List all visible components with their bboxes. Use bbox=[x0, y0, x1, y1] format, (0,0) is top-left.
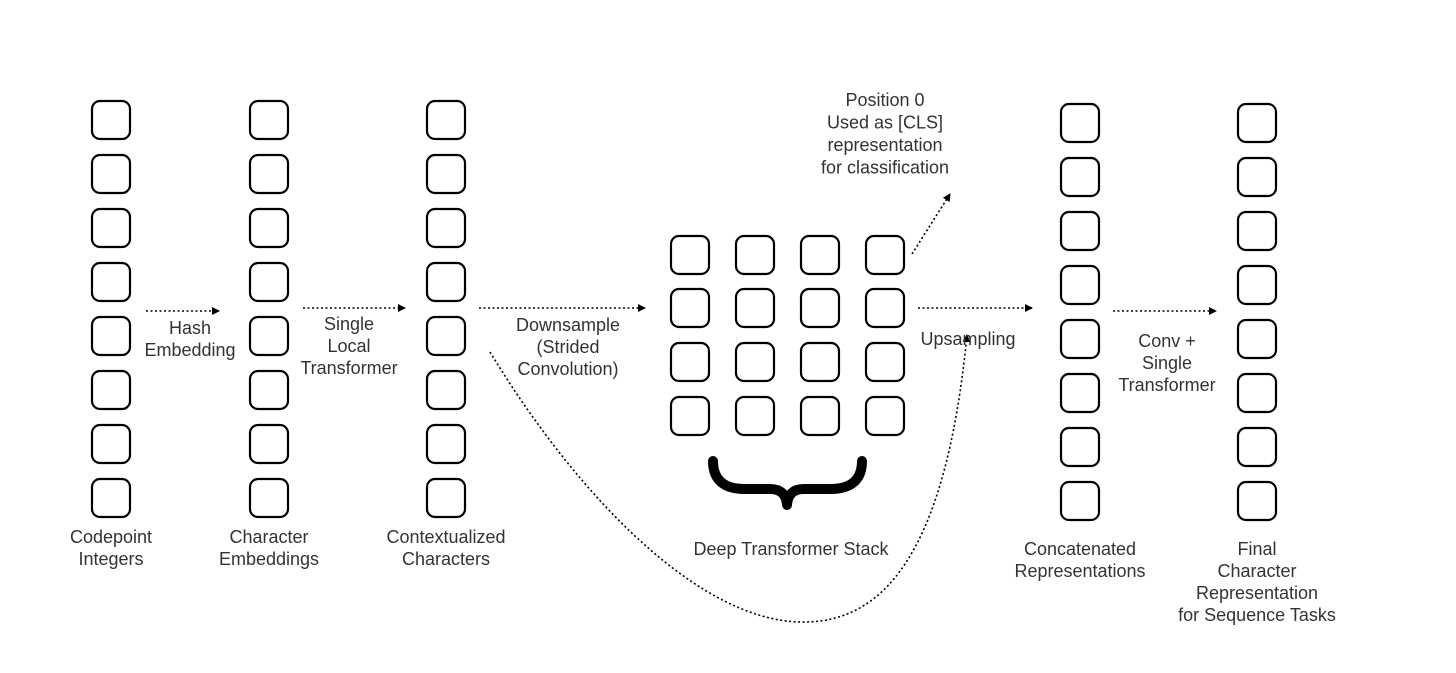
final-box bbox=[1236, 102, 1278, 144]
char-emb-box bbox=[248, 99, 290, 141]
stack-box bbox=[799, 234, 841, 276]
stack-box bbox=[734, 395, 776, 437]
stack-brace bbox=[708, 456, 867, 510]
codepoint-box bbox=[90, 369, 132, 411]
stack-box bbox=[669, 341, 711, 383]
char-emb-box bbox=[248, 153, 290, 195]
context-box bbox=[425, 423, 467, 465]
stack-box bbox=[734, 234, 776, 276]
context-box bbox=[425, 369, 467, 411]
final-box bbox=[1236, 426, 1278, 468]
concat-box bbox=[1059, 210, 1101, 252]
codepoint-box bbox=[90, 207, 132, 249]
context-box bbox=[425, 207, 467, 249]
cls-arrow bbox=[911, 193, 951, 255]
stack-box bbox=[799, 341, 841, 383]
concat-box bbox=[1059, 102, 1101, 144]
final-box bbox=[1236, 156, 1278, 198]
stack-label: Deep Transformer Stack bbox=[693, 539, 889, 559]
stack-box bbox=[734, 287, 776, 329]
stack-box bbox=[799, 287, 841, 329]
final-box bbox=[1236, 480, 1278, 522]
char-emb-box bbox=[248, 423, 290, 465]
residual-arrow bbox=[489, 334, 971, 623]
codepoint-box bbox=[90, 315, 132, 357]
box-layer bbox=[90, 99, 1278, 522]
context-box bbox=[425, 477, 467, 519]
context-box bbox=[425, 261, 467, 303]
codepoint-box bbox=[90, 261, 132, 303]
codepoint-box bbox=[90, 99, 132, 141]
context-box bbox=[425, 99, 467, 141]
final-box bbox=[1236, 318, 1278, 360]
upsample-label: Upsampling bbox=[920, 329, 1015, 349]
stack-box bbox=[799, 395, 841, 437]
codepoint-box bbox=[90, 477, 132, 519]
stack-box bbox=[669, 287, 711, 329]
codepoint-box bbox=[90, 423, 132, 465]
stack-box bbox=[864, 234, 906, 276]
concat-box bbox=[1059, 426, 1101, 468]
char-emb-box bbox=[248, 315, 290, 357]
stack-box bbox=[669, 234, 711, 276]
codepoint-box bbox=[90, 153, 132, 195]
stack-box bbox=[864, 341, 906, 383]
char-emb-box bbox=[248, 261, 290, 303]
char-emb-box bbox=[248, 477, 290, 519]
concat-box bbox=[1059, 372, 1101, 414]
final-box bbox=[1236, 372, 1278, 414]
final-box bbox=[1236, 264, 1278, 306]
stack-box bbox=[864, 287, 906, 329]
char-emb-box bbox=[248, 207, 290, 249]
final-box bbox=[1236, 210, 1278, 252]
context-box bbox=[425, 315, 467, 357]
stack-box bbox=[669, 395, 711, 437]
stack-box bbox=[734, 341, 776, 383]
concat-box bbox=[1059, 318, 1101, 360]
concat-box bbox=[1059, 156, 1101, 198]
stack-box bbox=[864, 395, 906, 437]
arrow-layer bbox=[146, 193, 1217, 623]
concat-box bbox=[1059, 264, 1101, 306]
context-box bbox=[425, 153, 467, 195]
char-emb-box bbox=[248, 369, 290, 411]
concat-box bbox=[1059, 480, 1101, 522]
